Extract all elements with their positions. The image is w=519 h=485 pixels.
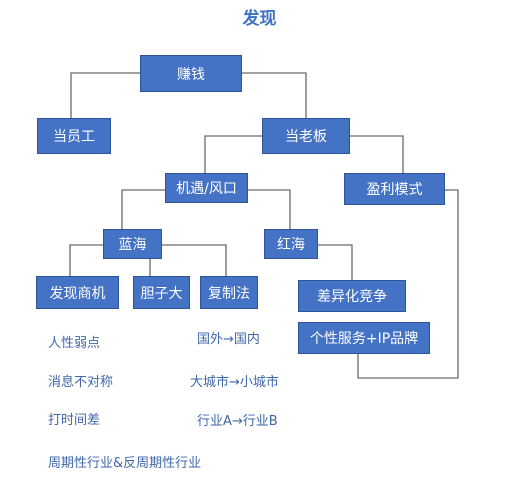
note-cyclical: 周期性行业&反周期性行业 [48, 456, 202, 471]
node-profit-model: 盈利模式 [344, 173, 445, 205]
note-big-small-city: 大城市→小城市 [190, 375, 279, 390]
note-industry-ab: 行业A→行业B [197, 414, 278, 429]
node-bold: 胆子大 [133, 276, 190, 309]
connector-money-employee [70, 72, 140, 118]
node-opportunity: 机遇/风口 [165, 173, 248, 203]
note-human-weakness: 人性弱点 [48, 336, 101, 351]
note-abroad-domestic: 国外→国内 [197, 332, 260, 347]
connector-money-boss [242, 72, 307, 118]
node-make-money: 赚钱 [140, 55, 242, 92]
node-copy-method: 复制法 [200, 276, 258, 309]
connector-boss-opportunity [204, 135, 262, 173]
diagram-title: 发现 [242, 9, 277, 29]
connector-opportunity-red [248, 189, 291, 229]
note-time-gap: 打时间差 [48, 413, 101, 428]
node-differentiation: 差异化竞争 [298, 280, 406, 312]
node-find-business: 发现商机 [36, 276, 119, 309]
connector-blue-find [69, 244, 103, 276]
node-blue-ocean: 蓝海 [103, 229, 162, 259]
connector-boss-profit [350, 135, 404, 173]
connector-blue-copy [162, 244, 227, 276]
connector-profit-loop [357, 189, 459, 379]
node-personal-service: 个性服务+IP品牌 [298, 322, 430, 354]
node-boss: 当老板 [262, 118, 350, 154]
connector-opportunity-blue [121, 189, 165, 229]
note-info-asymmetry: 消息不对称 [48, 375, 114, 390]
node-red-ocean: 红海 [264, 229, 318, 259]
connector-red-diff [318, 244, 353, 280]
node-employee: 当员工 [37, 118, 111, 154]
